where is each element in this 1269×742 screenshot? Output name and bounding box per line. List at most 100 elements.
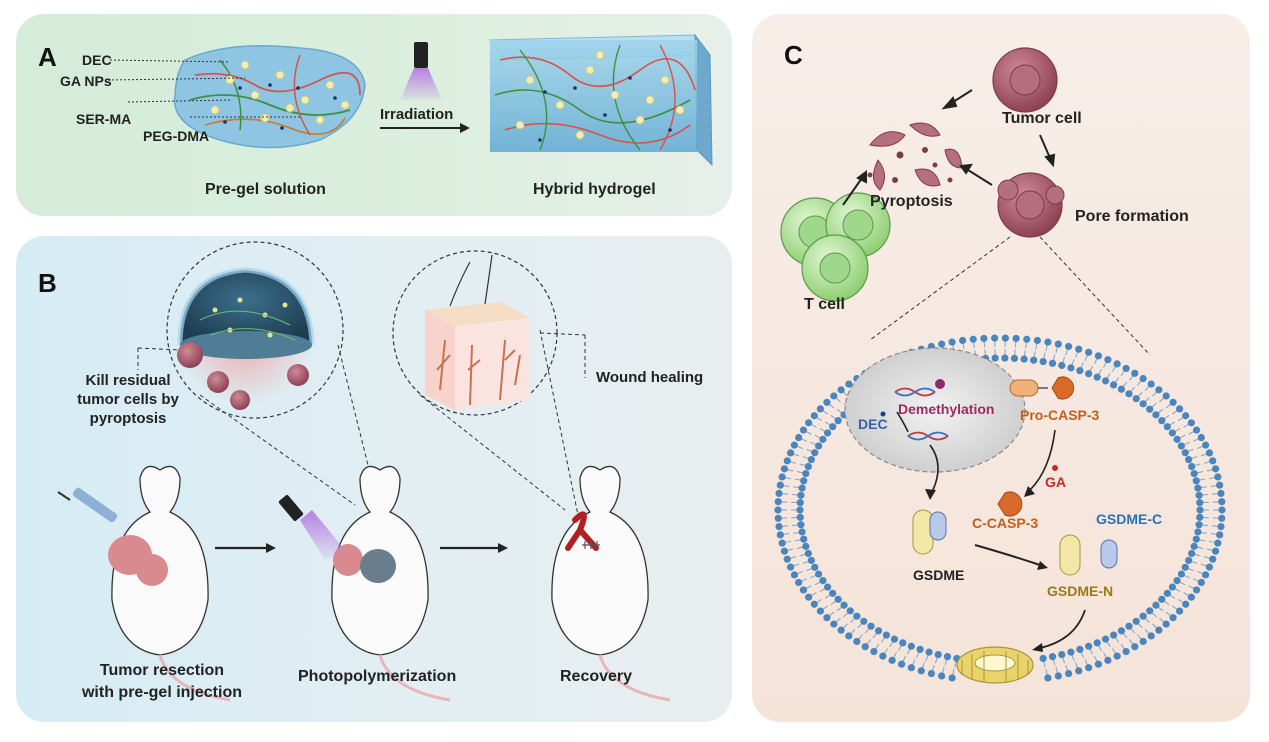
lipid-head — [1158, 417, 1166, 425]
lipid-head — [1182, 600, 1190, 608]
lipid-head — [1065, 669, 1073, 678]
lipid-head — [799, 586, 808, 594]
lipid-head — [802, 470, 810, 478]
lipid-head — [1101, 377, 1110, 385]
lipid-head — [1155, 626, 1163, 634]
lipid-head — [1113, 652, 1121, 660]
panel-b-label: B — [38, 268, 57, 298]
lipid-head — [938, 340, 946, 348]
lipid-head — [1187, 593, 1195, 601]
tumor-cell — [992, 47, 1058, 113]
lipid-head — [959, 336, 967, 345]
syringe-icon — [57, 487, 118, 523]
lipid-head — [1065, 342, 1073, 351]
lipid-head — [898, 660, 906, 668]
lipid-head — [830, 392, 838, 400]
lipid-head — [830, 620, 838, 628]
lipid-head — [1075, 667, 1083, 675]
lipid-head — [815, 570, 823, 578]
component-leaders — [107, 59, 300, 118]
t-cells — [780, 192, 891, 302]
lipid-head — [1104, 656, 1112, 664]
tumor-cell-label: Tumor cell — [1002, 110, 1082, 127]
pyroptosis-arrows — [842, 89, 1056, 206]
lipid-head — [1217, 489, 1225, 497]
lipid-head — [837, 626, 845, 634]
lipid-head — [888, 656, 896, 664]
lipid-head — [1132, 395, 1140, 403]
lipid-head — [819, 577, 827, 585]
lipid-head — [807, 556, 815, 565]
lipid-head — [1139, 637, 1147, 646]
lipid-head — [1155, 386, 1163, 394]
nucleus — [844, 347, 1026, 473]
lipid-head — [1058, 650, 1066, 659]
hybrid-hydrogel-block — [489, 33, 713, 167]
lipid-head — [907, 664, 915, 672]
lipid-head — [776, 481, 784, 489]
pre-gel-caption: Pre-gel solution — [205, 181, 326, 198]
lipid-head — [780, 465, 789, 473]
lipid-head — [798, 484, 806, 492]
lipid-head — [1093, 373, 1101, 381]
lipid-head — [1209, 555, 1217, 563]
lipid-head — [1076, 367, 1084, 375]
lipid-head — [916, 645, 924, 653]
ga-dot — [1052, 465, 1058, 471]
lipid-head — [834, 417, 842, 425]
lipid-head — [786, 449, 795, 457]
skin-block — [425, 254, 530, 410]
lipid-head — [1162, 392, 1170, 400]
lipid-head — [796, 499, 804, 507]
lipid-head — [1214, 539, 1222, 547]
lipid-head — [845, 632, 853, 640]
lipid-head — [1044, 338, 1052, 346]
ga-nps-label: GA NPs — [60, 73, 112, 89]
lipid-head — [1104, 356, 1112, 364]
irradiation-arrow — [380, 123, 470, 133]
lipid-head — [853, 612, 861, 620]
peg-dma-label: PEG-DMA — [143, 128, 210, 144]
lipid-head — [1169, 398, 1177, 406]
lipid-head — [1001, 334, 1009, 342]
lipid-head — [807, 455, 815, 464]
lipid-head — [805, 419, 813, 427]
demethylation-label: Demethylation — [898, 401, 995, 417]
lipid-head — [934, 650, 942, 659]
lipid-head — [1197, 433, 1205, 442]
lipid-head — [907, 642, 915, 650]
nucleus-exit-arrow — [929, 444, 939, 493]
lipid-head — [790, 571, 798, 579]
lipid-head — [1075, 345, 1083, 353]
lipid-head — [774, 506, 782, 514]
lipid-head — [1176, 607, 1184, 615]
lipid-head — [1094, 660, 1102, 668]
lipid-head — [1168, 429, 1176, 437]
lipid-head — [879, 652, 887, 660]
uv-lamp-icon — [400, 42, 442, 100]
lipid-head — [837, 386, 845, 394]
lipid-head — [824, 583, 832, 591]
lipid-head — [1113, 360, 1121, 368]
lipid-head — [1020, 355, 1028, 363]
lipid-head — [815, 442, 823, 450]
lipid-head — [1131, 643, 1139, 651]
lipid-head — [1093, 639, 1101, 647]
lipid-head — [1217, 523, 1225, 531]
lipid-head — [798, 528, 806, 536]
gsdme-c-label: GSDME-C — [1096, 511, 1163, 527]
lipid-head — [1054, 672, 1062, 680]
lipid-head — [774, 514, 782, 522]
lipid-head — [1163, 423, 1171, 431]
lipid-head — [1146, 607, 1154, 615]
step-arrows — [215, 543, 508, 553]
lipid-head — [1185, 556, 1193, 565]
lipid-head — [1177, 570, 1185, 578]
panel-c-label: C — [784, 40, 803, 70]
gsdme-n-label: GSDME-N — [1047, 583, 1114, 599]
lipid-head — [943, 653, 952, 661]
lipid-head — [1152, 601, 1160, 609]
